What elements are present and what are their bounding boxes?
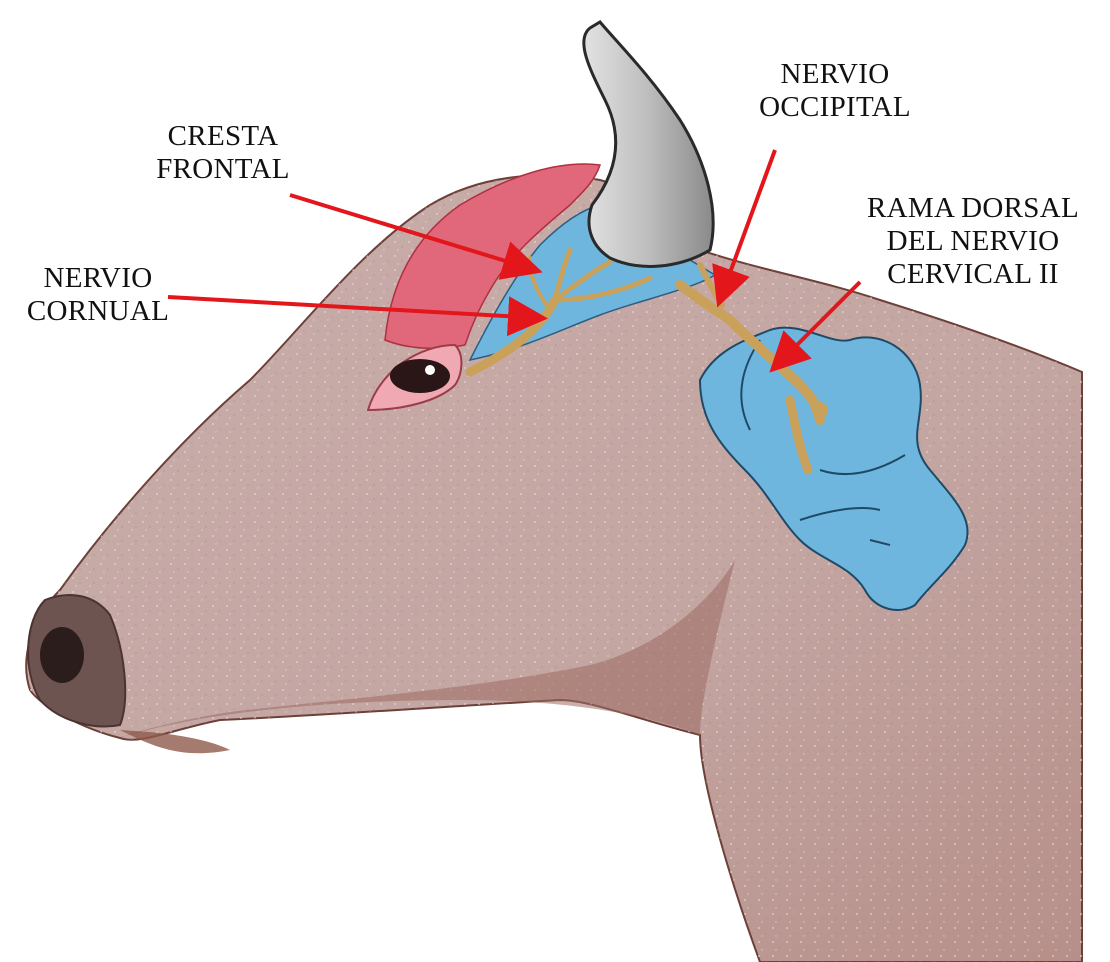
label-line: NERVIO [715,58,955,91]
label-line: CORNUAL [0,295,196,328]
horn [584,22,713,266]
label-line: CERVICAL II [842,258,1104,291]
label-cresta-frontal: CRESTA FRONTAL [128,120,318,186]
lower-lip [120,730,230,753]
label-line: DEL NERVIO [842,225,1104,258]
label-nervio-occipital: NERVIO OCCIPITAL [715,58,955,124]
label-line: NERVIO [0,262,196,295]
nerve-node [812,402,828,418]
label-nervio-cornual: NERVIO CORNUAL [0,262,196,328]
label-line: FRONTAL [128,153,318,186]
label-line: CRESTA [128,120,318,153]
label-rama-dorsal-nervio-cervical: RAMA DORSAL DEL NERVIO CERVICAL II [842,192,1104,291]
nostril [40,627,84,683]
label-line: OCCIPITAL [715,91,955,124]
label-line: RAMA DORSAL [842,192,1104,225]
